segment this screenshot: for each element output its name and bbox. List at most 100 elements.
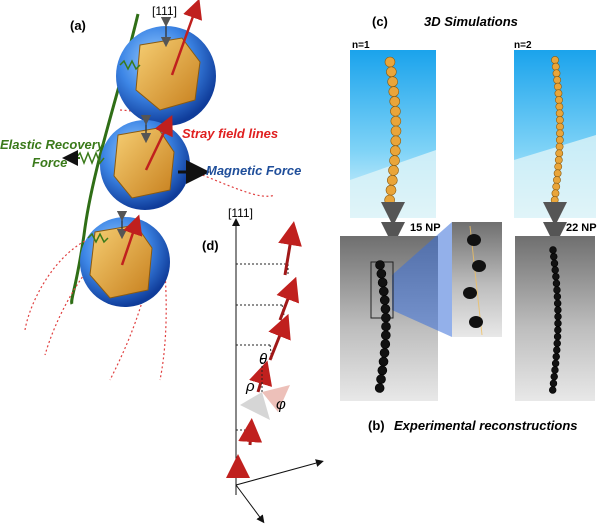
exp-left-particle-13: [377, 365, 388, 376]
panel-d-diagram: [226, 218, 324, 524]
exp-left-particle-3: [377, 277, 388, 288]
sim-left-particle-9: [390, 135, 402, 147]
exp-title: Experimental reconstructions: [394, 418, 578, 433]
phi-label: φ: [276, 396, 286, 413]
exp-left-particle-9: [381, 330, 391, 341]
sim-left-particle-14: [385, 184, 397, 196]
exp-left-chain: [374, 260, 391, 393]
exp-right-particle-7: [553, 286, 561, 294]
sim-right-particle-5: [553, 82, 562, 91]
sim-title: 3D Simulations: [424, 14, 518, 29]
elastic-recovery-label-2: Force: [32, 155, 68, 170]
sim-right-particle-16: [554, 156, 563, 164]
sim-right-particle-14: [555, 142, 564, 151]
np-right-label: 22 NP: [566, 222, 597, 234]
sim-right-particle-6: [554, 89, 563, 98]
zoom-cone: [392, 222, 452, 337]
sim-left-particle-11: [389, 155, 400, 166]
sim-right-particle-17: [554, 162, 563, 171]
np-left-label: 15 NP: [410, 222, 441, 234]
exp-right-particle-5: [552, 272, 560, 281]
magnetic-force-label: Magnetic Force: [206, 163, 302, 178]
sim-left-particle-2: [386, 66, 397, 78]
sim-right-particle-11: [556, 122, 564, 131]
sim-left-particle-3: [387, 76, 398, 88]
panel-label-a: (a): [70, 18, 86, 33]
exp-right-particle-6: [552, 279, 561, 288]
exp-right-particle-10: [554, 306, 562, 314]
sim-right-particle-18: [553, 169, 562, 178]
exp-right-particle-1: [549, 246, 557, 254]
sim-left-particle-10: [390, 145, 401, 157]
sim-right-particle-4: [553, 76, 562, 84]
panel-label-c: (c): [372, 14, 388, 29]
sim-left-particle-1: [384, 56, 396, 68]
sim-right-particle-12: [556, 129, 564, 138]
sim-left-particle-12: [388, 165, 399, 176]
sim-right-particle-2: [551, 62, 560, 71]
exp-left-particle-2: [376, 268, 387, 279]
sim-left-particle-13: [387, 174, 398, 186]
spring-bottom: [87, 232, 109, 244]
exp-left-particle-1: [375, 260, 385, 270]
exp-right-chain: [549, 246, 562, 394]
exp-zoom-chain: [463, 234, 486, 328]
sim-left-label: n=1: [352, 40, 370, 51]
exp-right-particle-15: [553, 339, 561, 348]
exp-right-particle-22: [549, 386, 557, 394]
theta-label: θ: [259, 351, 268, 368]
exp-right-particle-18: [551, 359, 560, 368]
sim-right-particle-19: [553, 176, 561, 184]
sim-left-particle-7: [390, 115, 402, 127]
sim-right-particle-3: [552, 69, 561, 78]
sim-left-particle-5: [389, 96, 401, 107]
exp-right-particle-17: [552, 352, 560, 361]
sim-right-particle-20: [552, 182, 561, 191]
moment-arrow-middle: [144, 114, 173, 171]
sim-left-particle-6: [390, 105, 401, 117]
sim-right-particle-13: [555, 136, 564, 144]
nanocube-middle: [113, 127, 175, 199]
sim-right-particle-1: [551, 56, 559, 64]
sim-right-particle-8: [555, 102, 564, 111]
sim-left-chain: [384, 56, 402, 206]
sim-right-label: n=2: [514, 40, 532, 51]
exp-right-particle-8: [553, 292, 562, 301]
exp-right-particle-12: [554, 319, 562, 328]
exp-right-particle-2: [550, 252, 558, 261]
exp-left-particle-7: [381, 312, 391, 323]
exp-left-particle-14: [376, 374, 386, 385]
axis-111-label-a: [111]: [152, 4, 177, 18]
exp-right-particle-14: [553, 332, 562, 341]
nanocube-top: [135, 37, 201, 111]
exp-right-particle-13: [554, 326, 562, 334]
spring-top: [119, 59, 141, 71]
sim-right-particle-9: [555, 109, 564, 118]
elastic-recovery-label-1: Elastic Recovery: [0, 137, 105, 152]
sim-left-particle-8: [390, 125, 402, 137]
axis-111-label-d: [111]: [228, 206, 253, 220]
exp-left-particle-10: [380, 339, 391, 349]
exp-left-particle-11: [379, 348, 390, 358]
exp-right-particle-11: [554, 312, 562, 321]
sim-left-particle-15: [384, 194, 395, 206]
exp-right-particle-19: [551, 366, 559, 374]
moment-arrow-bottom: [120, 214, 143, 266]
panel-label-d: (d): [202, 238, 219, 253]
exp-left-particle-4: [378, 286, 389, 297]
sim-left-particle-4: [388, 86, 400, 97]
panel-label-b: (b): [368, 418, 385, 433]
exp-right-particle-9: [553, 299, 562, 308]
stray-field-label: Stray field lines: [182, 126, 279, 141]
sim-right-particle-7: [555, 96, 563, 104]
sim-right-particle-10: [556, 116, 564, 124]
exp-left-particle-12: [378, 356, 389, 367]
spring-middle: [75, 150, 105, 166]
exp-right-particle-20: [550, 372, 558, 381]
moment-arrow-top: [170, 0, 203, 76]
sim-right-chain: [550, 56, 564, 204]
exp-right-particle-21: [549, 379, 558, 388]
sim-right-particle-15: [555, 149, 564, 158]
exp-left-particle-8: [381, 321, 391, 332]
